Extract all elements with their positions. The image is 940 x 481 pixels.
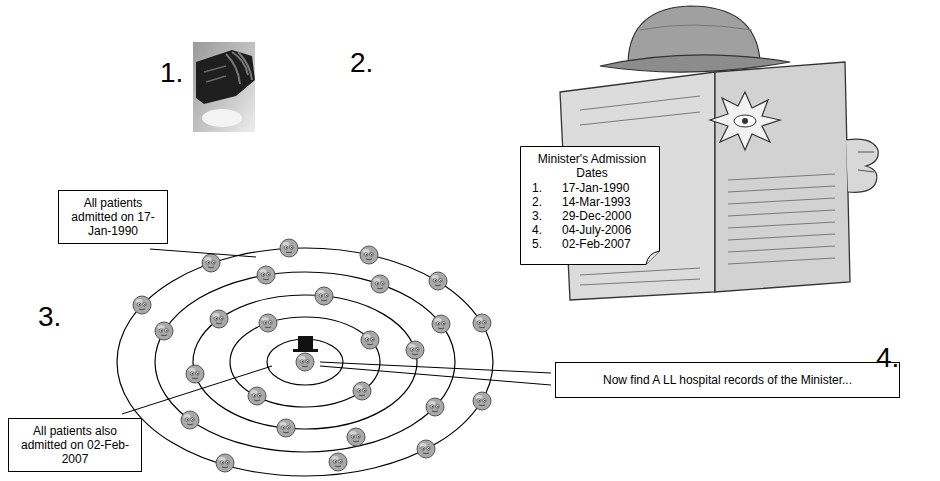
panel-number: 1. bbox=[160, 58, 183, 88]
patient-face bbox=[280, 239, 298, 257]
date-text: 29-Dec-2000 bbox=[562, 209, 652, 223]
list-number: 5. bbox=[532, 237, 562, 251]
ring bbox=[230, 317, 380, 407]
callout-text: Now find A LL hospital records of the Mi… bbox=[564, 373, 891, 387]
patient-face bbox=[432, 315, 450, 333]
patient-face bbox=[329, 453, 347, 471]
leader-line bbox=[122, 366, 272, 414]
patient-face bbox=[361, 331, 379, 349]
patient-face bbox=[473, 392, 491, 410]
callout-box: All patients admitted on 17-Jan-1990 bbox=[58, 190, 168, 244]
hand bbox=[846, 139, 878, 192]
patient-face bbox=[277, 419, 295, 437]
emblem-eye bbox=[734, 115, 756, 127]
patient-face bbox=[216, 454, 234, 472]
list-number: 3. bbox=[532, 209, 562, 223]
patient-face bbox=[360, 246, 378, 264]
patient-face bbox=[257, 266, 275, 284]
date-text: 04-July-2006 bbox=[562, 223, 652, 237]
patient-faces bbox=[133, 239, 491, 472]
patient-rings bbox=[117, 248, 493, 476]
top-hat bbox=[298, 336, 313, 351]
list-number: 4. bbox=[532, 223, 562, 237]
note-paper-shape bbox=[521, 147, 660, 265]
top-hat-brim bbox=[293, 349, 318, 352]
ring bbox=[193, 295, 417, 429]
patient-face bbox=[371, 275, 389, 293]
hand-fingers bbox=[858, 152, 874, 172]
list-number: 2. bbox=[532, 195, 562, 209]
leader-line bbox=[150, 249, 256, 257]
callout-text: All patients also admitted on 02-Feb-200… bbox=[15, 424, 135, 466]
patient-face bbox=[473, 314, 491, 332]
newspaper-lines bbox=[728, 174, 835, 264]
patient-face bbox=[347, 428, 365, 446]
ring bbox=[117, 248, 493, 476]
panel-number: 4. bbox=[876, 343, 899, 373]
newspaper-emblem bbox=[710, 92, 780, 150]
hat-crease bbox=[640, 25, 752, 30]
date-text: 14-Mar-1993 bbox=[562, 195, 652, 209]
patient-face bbox=[210, 310, 228, 328]
patient-face bbox=[315, 287, 333, 305]
patient-face bbox=[181, 411, 199, 429]
hand-fingers bbox=[226, 52, 252, 84]
newspaper-right-page bbox=[715, 62, 850, 292]
patient-face bbox=[202, 254, 220, 272]
patient-face bbox=[248, 387, 266, 405]
callout-box: Now find A LL hospital records of the Mi… bbox=[555, 362, 900, 398]
patient-face bbox=[259, 314, 277, 332]
patient-face bbox=[155, 322, 173, 340]
patient-face bbox=[186, 365, 204, 383]
leader-line bbox=[320, 366, 551, 385]
emblem-pupil bbox=[742, 118, 748, 124]
panel-number: 2. bbox=[350, 48, 373, 78]
patient-face bbox=[353, 382, 371, 400]
photo-glare bbox=[202, 109, 242, 127]
photo-ground bbox=[193, 42, 255, 132]
wallet-detail bbox=[204, 66, 226, 82]
patient-face bbox=[426, 398, 444, 416]
ring bbox=[155, 272, 455, 452]
patient-face bbox=[417, 440, 435, 458]
patient-face bbox=[133, 296, 151, 314]
callout-text: All patients admitted on 17-Jan-1990 bbox=[65, 196, 161, 238]
leader-lines bbox=[122, 249, 551, 414]
patient-face bbox=[406, 341, 424, 359]
date-text: 02-Feb-2007 bbox=[562, 237, 652, 251]
minister-face bbox=[296, 353, 314, 371]
note-fold bbox=[646, 251, 660, 265]
patient-face bbox=[429, 272, 447, 290]
callout-box: All patients also admitted on 02-Feb-200… bbox=[8, 418, 142, 472]
wallet-shape bbox=[196, 50, 255, 104]
note-paper: Minister's Admission Dates1.17-Jan-19902… bbox=[520, 146, 660, 265]
photo-thumbnail bbox=[193, 42, 255, 132]
list-number: 1. bbox=[532, 181, 562, 195]
panel-number: 3. bbox=[38, 302, 61, 332]
date-text: 17-Jan-1990 bbox=[562, 181, 652, 195]
note-title: Minister's Admission Dates bbox=[532, 152, 652, 180]
hat-crown bbox=[628, 6, 760, 62]
leader-line bbox=[320, 362, 551, 373]
